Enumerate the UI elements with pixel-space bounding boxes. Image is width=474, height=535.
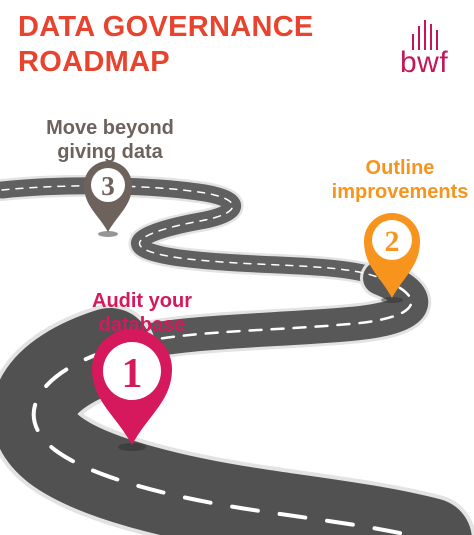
step-3-number: 3 [101,171,115,201]
step-2-line-2: improvements [331,181,469,203]
step-3-label: Move beyond giving data [40,116,180,164]
lane-markings-mid [108,276,413,352]
title-line-2: ROADMAP [18,46,170,78]
step-2-label: Outline improvements [330,156,470,204]
title-line-1: DATA GOVERNANCE [18,11,314,43]
logo-bars-icon [412,20,448,50]
step-1-line-2: database [98,314,186,336]
step-3-line-2: giving data [57,141,163,163]
bwf-logo: bwf [398,20,458,79]
step-3-pin: 3 [84,161,132,237]
step-2-pin: 2 [364,213,420,303]
step-2-number: 2 [385,225,400,258]
logo-wordmark: bwf [400,46,449,79]
road [0,174,474,535]
lane-markings-near [31,348,419,535]
step-1-pin: 1 [92,329,172,451]
step-1-line-1: Audit your [92,290,192,312]
step-1-label: Audit your database [82,289,202,337]
step-1-number: 1 [122,351,143,397]
page-title: DATA GOVERNANCE ROADMAP [18,10,314,80]
step-3-line-1: Move beyond [46,117,174,139]
step-2-line-1: Outline [365,157,435,179]
